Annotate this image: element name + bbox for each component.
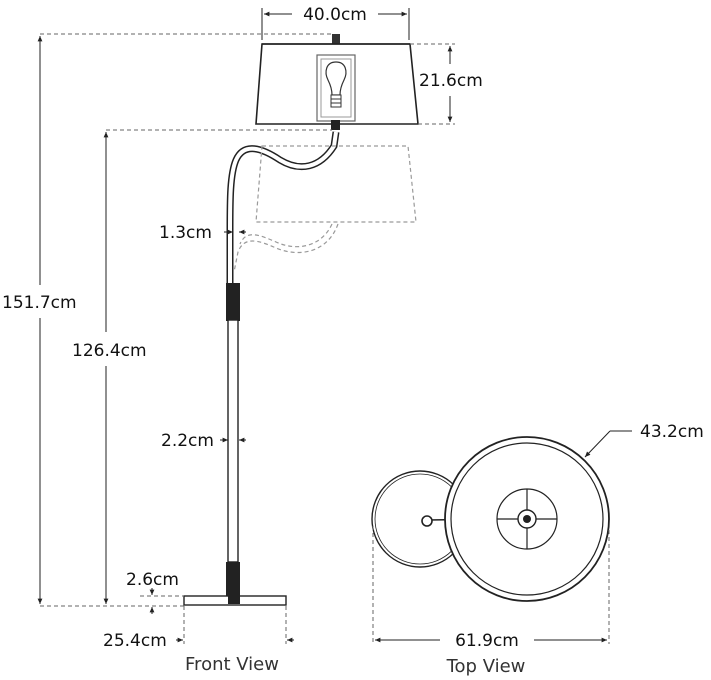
lamp-stem	[227, 319, 239, 563]
base-height-label: 2.6cm	[126, 570, 179, 590]
top-view-drawing	[371, 436, 610, 602]
stem-thickness-label: 2.2cm	[161, 431, 214, 451]
lowered-arm-ghost	[233, 223, 339, 273]
arm-thickness-label: 1.3cm	[159, 223, 212, 243]
total-height-label: 151.7cm	[2, 293, 77, 313]
lowered-shade-ghost	[255, 145, 417, 223]
front-view-caption: Front View	[185, 654, 279, 675]
shade-diameter-label: 43.2cm	[640, 422, 704, 442]
stem-collar-lower	[226, 562, 240, 598]
overall-depth-label: 61.9cm	[455, 631, 519, 651]
arm-height-label: 126.4cm	[72, 341, 147, 361]
finial	[332, 34, 340, 46]
shade-height-label: 21.6cm	[419, 71, 483, 91]
front-view-drawing	[183, 34, 419, 606]
top-view-caption: Top View	[446, 656, 526, 677]
shade-width-label: 40.0cm	[303, 5, 367, 25]
socket	[331, 120, 340, 130]
top-dimensions	[372, 430, 632, 644]
stem-collar-upper	[226, 283, 240, 321]
lamp-arm	[226, 131, 340, 285]
base-width-label: 25.4cm	[103, 631, 167, 651]
front-dimensions	[37, 8, 455, 644]
